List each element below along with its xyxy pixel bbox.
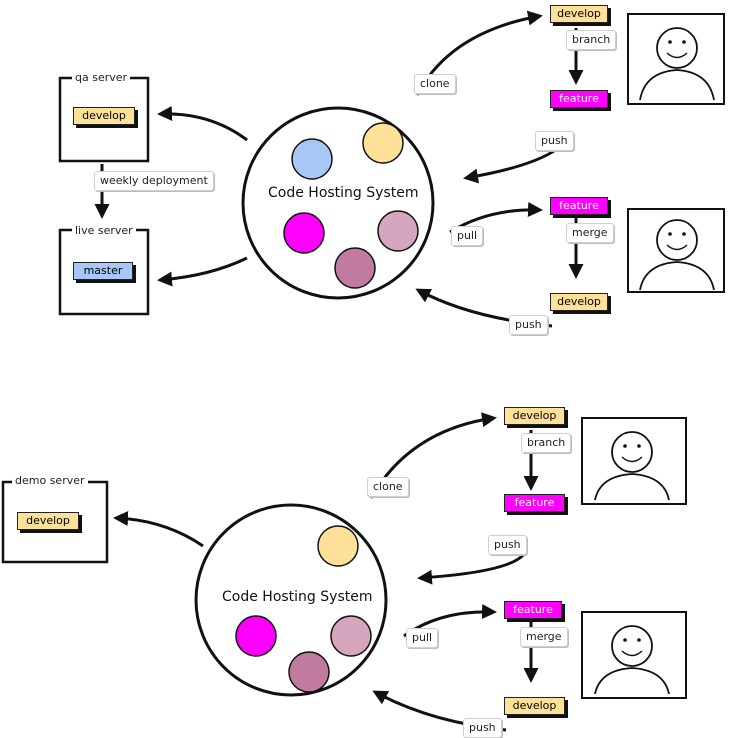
bottom-repo-dot-yellow (317, 525, 359, 567)
live-server-title: live server (72, 225, 136, 237)
top-dev1-feature-branch: feature (550, 90, 608, 108)
bottom-dev2-feature-branch: feature (504, 601, 562, 619)
top-branch-label[interactable]: branch (566, 30, 617, 50)
top-repo-dot-blue (291, 138, 333, 180)
bottom-dev1-user-avatar-icon (581, 417, 687, 505)
bottom-hub-label: Code Hosting System (222, 589, 373, 605)
bottom-pull-label[interactable]: pull (406, 628, 439, 648)
top-dev1-develop-branch: develop (550, 5, 608, 23)
bottom-dev2-user-avatar-icon (581, 611, 687, 699)
top-push-label-1[interactable]: push (535, 131, 574, 151)
bottom-dev1-develop-branch: develop (504, 407, 565, 425)
top-arrow-hub-to-qa (157, 106, 248, 142)
bottom-push-label-1[interactable]: push (488, 535, 527, 555)
top-push-label-2[interactable]: push (509, 315, 548, 335)
bottom-merge-label[interactable]: merge (520, 627, 568, 647)
qa-server-title: qa server (72, 72, 131, 84)
live-server-master-branch: master (73, 262, 133, 280)
top-dev1-user-avatar-icon (627, 13, 725, 105)
bottom-repo-dot-magenta (235, 615, 277, 657)
top-repo-dot-magenta (283, 212, 325, 254)
bottom-dev2-develop-branch: develop (504, 697, 565, 715)
bottom-push-label-2[interactable]: push (463, 718, 502, 738)
top-pull-label[interactable]: pull (451, 226, 484, 246)
bottom-arrow-hub-to-demo (113, 510, 204, 548)
qa-server-develop-branch: develop (73, 107, 135, 125)
top-dev2-user-avatar-icon (627, 208, 725, 293)
bottom-branch-label[interactable]: branch (521, 433, 572, 453)
top-clone-label[interactable]: clone (414, 74, 456, 94)
bottom-clone-label[interactable]: clone (367, 477, 409, 497)
bottom-repo-dot-mauve (288, 651, 330, 693)
top-dev2-feature-branch: feature (550, 197, 608, 215)
bottom-arrow-push-1 (417, 552, 526, 585)
demo-server-title: demo server (12, 475, 88, 487)
top-repo-dot-pink (377, 210, 419, 252)
bottom-dev1-feature-branch: feature (504, 494, 565, 512)
top-repo-dot-yellow (362, 122, 404, 164)
top-arrow-hub-to-live (157, 256, 248, 287)
top-hub-label: Code Hosting System (268, 185, 419, 201)
demo-server-develop-branch: develop (17, 512, 79, 530)
top-merge-label[interactable]: merge (566, 223, 614, 243)
top-weekly-deployment-label: weekly deployment (94, 171, 214, 191)
top-dev2-develop-branch: develop (550, 293, 608, 311)
bottom-repo-dot-pink (330, 615, 372, 657)
top-repo-dot-mauve (334, 247, 376, 289)
